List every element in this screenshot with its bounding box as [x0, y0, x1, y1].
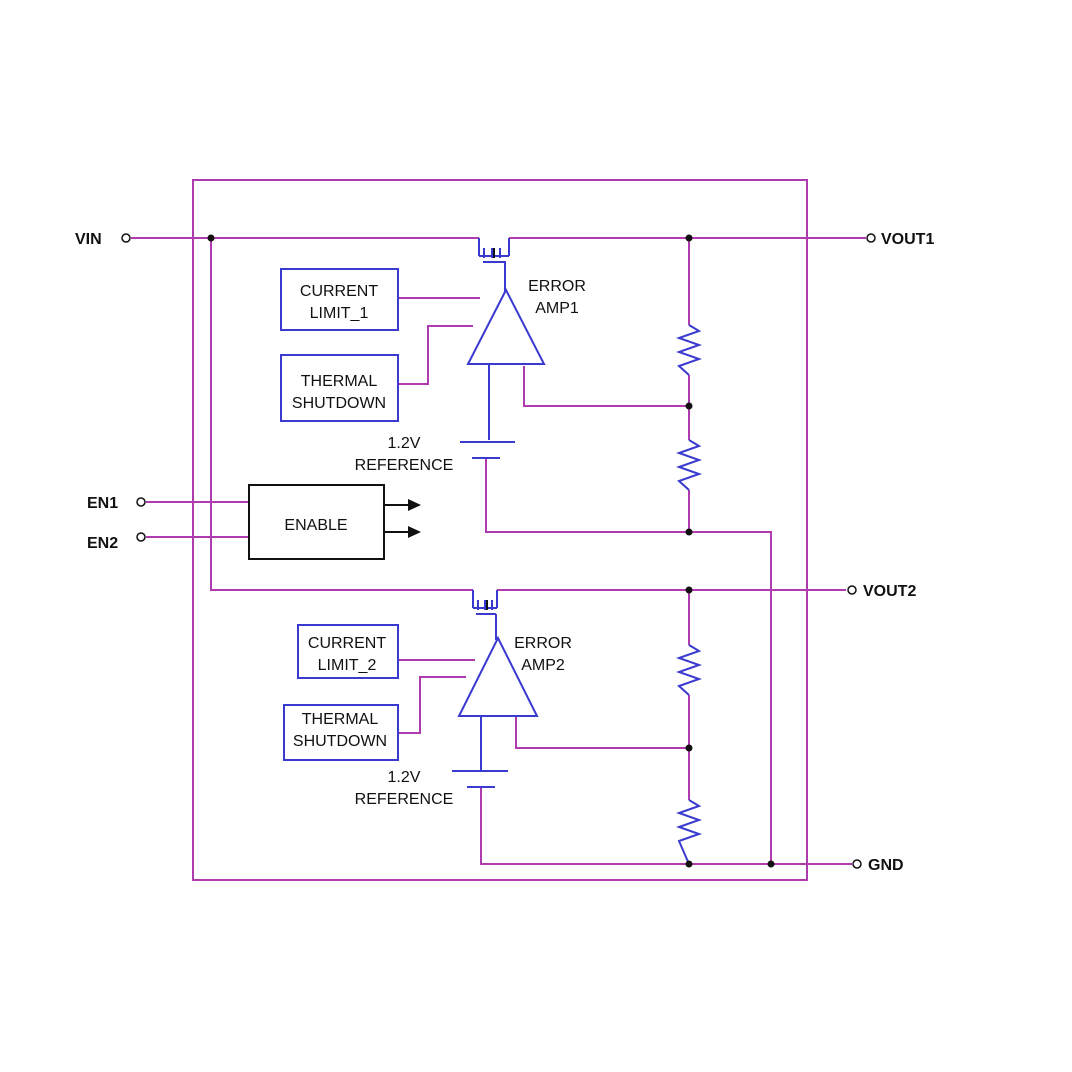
- pass-mosfet-1-icon: [478, 238, 510, 292]
- pin-en1-label: EN1: [87, 495, 118, 512]
- enable-output-arrows-icon: [384, 499, 421, 538]
- pin-gnd-label: GND: [868, 857, 904, 874]
- reference-1-text-2: REFERENCE: [355, 457, 454, 474]
- current-limit-2-text: CURRENT: [308, 635, 386, 652]
- resistor-2b-icon: [675, 799, 703, 865]
- current-limit-2-text-2: LIMIT_2: [318, 657, 377, 674]
- resistor-1b-icon: [675, 439, 703, 491]
- vout1-terminal-icon: [866, 233, 876, 243]
- current-limit-1-block: [280, 268, 399, 331]
- error-amp-2-text: ERROR: [514, 635, 572, 652]
- pin-en2-label: EN2: [87, 535, 118, 552]
- error-amp-1-text: ERROR: [528, 278, 586, 295]
- error-amp-2-text-2: AMP2: [521, 657, 565, 674]
- thermal-shutdown-1-block: [280, 354, 399, 422]
- thermal-1-text-2: SHUTDOWN: [292, 395, 386, 412]
- vout2-terminal-icon: [847, 585, 857, 595]
- en1-terminal-icon: [136, 497, 146, 507]
- current-limit-2-block: [297, 624, 399, 679]
- reference-2-text: 1.2V: [388, 769, 421, 786]
- reference-2-text-2: REFERENCE: [355, 791, 454, 808]
- thermal-1-text: THERMAL: [301, 373, 378, 390]
- en2-terminal-icon: [136, 532, 146, 542]
- vin-terminal-icon: [121, 233, 131, 243]
- reference-1-text: 1.2V: [388, 435, 421, 452]
- gnd-terminal-icon: [852, 859, 862, 869]
- pin-vout2-label: VOUT2: [863, 583, 916, 600]
- enable-text: ENABLE: [284, 517, 347, 534]
- resistor-1a-icon: [675, 324, 703, 376]
- junction-dots: [207, 234, 775, 868]
- pin-vin-label: VIN: [75, 231, 102, 248]
- pass-mosfet-2-icon: [472, 590, 498, 640]
- pin-vout1-label: VOUT1: [881, 231, 934, 248]
- error-amp-1-icon: [466, 287, 546, 365]
- thermal-shutdown-2-block: [283, 704, 399, 761]
- current-limit-1-text: CURRENT: [300, 283, 378, 300]
- enable-block: [248, 484, 385, 560]
- resistor-2a-icon: [675, 644, 703, 696]
- ic-outline: [192, 179, 808, 881]
- error-amp-1-text-2: AMP1: [535, 300, 579, 317]
- thermal-2-text: THERMAL: [302, 711, 379, 728]
- current-limit-1-text-2: LIMIT_1: [310, 305, 369, 322]
- reference-1-icon: [460, 441, 515, 459]
- thermal-2-text-2: SHUTDOWN: [293, 733, 387, 750]
- reference-2-icon: [452, 770, 508, 788]
- error-amp-2-icon: [457, 635, 539, 717]
